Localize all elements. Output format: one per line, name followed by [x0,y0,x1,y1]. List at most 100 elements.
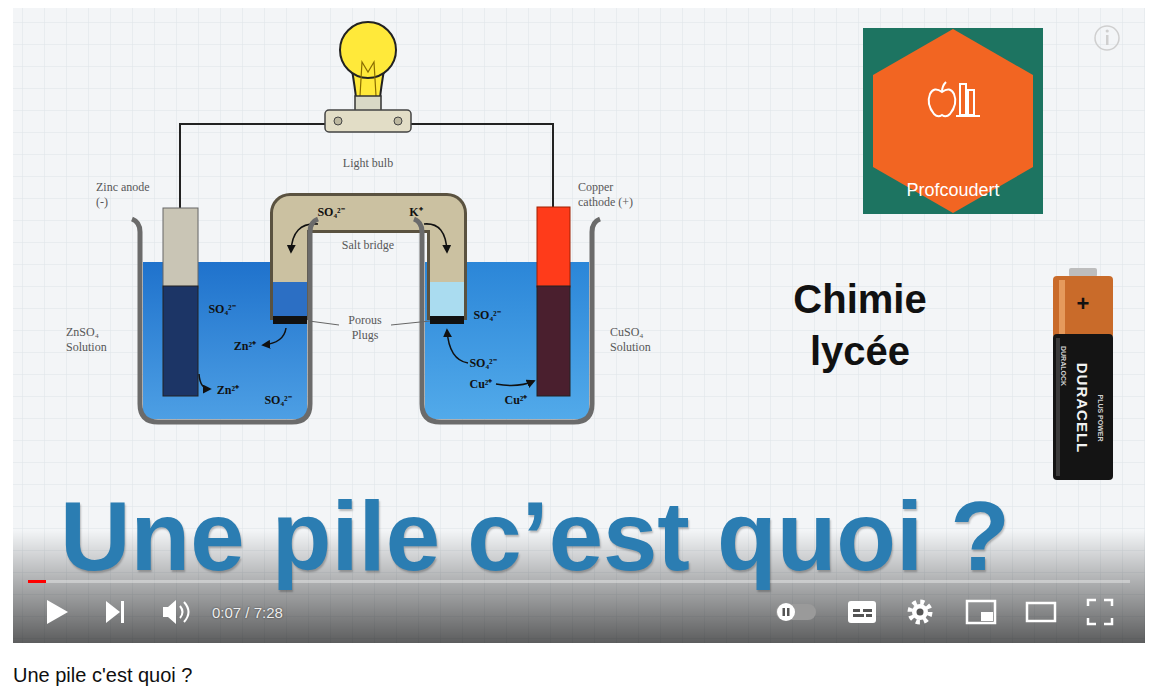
player-control-icon [917,609,924,616]
player-control-icon [863,609,872,612]
salt-bridge [430,282,464,320]
battery-body [1053,334,1113,480]
player-control-icon [47,600,68,624]
battery-cap [1069,268,1097,277]
battery-terminal-sign: + [1077,291,1090,317]
player-control-icon [848,601,876,623]
battery-copper-top [1053,276,1113,338]
zinc-electrode [163,286,198,396]
leader-line [391,321,430,325]
time-display: 0:07 / 7:28 [212,604,283,621]
copper-electrode [537,286,570,396]
video-background [13,8,1145,643]
player-control-icon [853,614,864,617]
ion-flow-arrow [263,328,286,345]
player-control-icon [163,600,176,624]
salt-bridge [273,316,307,324]
beaker [414,219,600,422]
info-icon [1106,29,1109,32]
control-bar [28,580,46,583]
logo-icon [929,82,980,116]
battery-brand-text: DURALOCK [1060,346,1067,386]
light-bulb [325,110,411,132]
light-bulb [355,96,381,111]
battery-brand-text: DURACELL [1074,363,1091,454]
solution-label: ZnSO₄ Solution [66,325,130,355]
solution-label: CuSO₄ Solution [610,325,674,355]
electrode-label: Zinc anode (-) [96,180,160,210]
player-control-icon [853,609,860,612]
ion-flow-arrow [199,224,534,389]
player-control-icon [967,601,995,623]
ion-label: Cu²⁺ [470,375,493,392]
zinc-electrode [163,208,198,396]
hexagon-shape [873,29,1033,213]
electrode-label: Copper cathode (+) [578,180,652,210]
beaker [132,219,600,422]
player-control-icon [106,601,120,623]
salt-bridge [430,316,464,324]
light-bulb [334,117,342,125]
battery: + DURALOCK DURACELL PLUS POWER [1053,268,1113,480]
player-control-icon [180,606,183,618]
logo-text: Profcoudert [906,180,999,201]
ion-flow-arrow [424,224,447,252]
player-control-icon [783,608,786,616]
player-control-icon [981,612,993,621]
player-control-icon [787,608,790,616]
ion-label: Zn²⁺ [234,337,256,354]
electrolyte-solution [425,262,589,419]
copper-electrode [537,207,570,396]
logo-hexagon: Profcoudert [873,29,1033,213]
battery-brand-text: PLUS POWER [1097,394,1104,441]
copper-electrode [537,207,570,287]
logo-background [863,28,1043,214]
player-control-icon [912,604,928,620]
info-icon [1095,26,1119,50]
logo-icon [942,82,946,92]
ion-flow-arrow [291,224,318,252]
info-icon [1095,26,1119,50]
leader-line [309,321,339,325]
player-control-icon [47,600,1112,624]
light-bulb [360,62,376,96]
ion-label: Cu²⁺ [505,391,528,408]
light-bulb [340,22,396,78]
player-control-icon [910,602,930,622]
player-control-icon [1027,603,1055,621]
part-label: Salt bridge [342,238,394,253]
ion-flow-arrow [199,374,210,389]
ion-label: SO₄²⁻ [264,391,291,408]
ion-label: Zn²⁺ [217,381,239,398]
light-bulb [325,22,411,132]
thumbnail-title: Une pile c’est quoi ? [60,483,1010,590]
player-control-icon [121,601,124,623]
ion-label: K⁺ [409,203,422,220]
player-control-icon [777,603,795,621]
ion-label: SO₄²⁻ [469,354,496,371]
player-control-icon [776,604,816,620]
ion-flow-arrow [496,381,534,385]
battery-highlight [1056,338,1060,476]
electrolyte-solution [143,262,307,419]
player-control-icon [866,614,872,617]
logo-background [863,28,1043,214]
info-icon [1106,35,1109,45]
video-background [13,8,1145,643]
light-bulb [394,117,402,125]
player-control-icon [184,602,189,622]
beaker [132,219,318,422]
battery-highlight [1059,280,1065,334]
logo-icon [929,89,956,116]
ion-flow-arrow [447,330,468,363]
salt-bridge [273,282,307,320]
salt-bridge [273,213,464,324]
logo-icon [956,115,980,117]
logo-icon [968,90,974,115]
part-label: Light bulb [343,156,393,171]
electrolyte-solution [143,262,589,419]
ion-label: SO₄²⁻ [208,300,235,317]
ion-label: SO₄²⁻ [317,203,344,220]
